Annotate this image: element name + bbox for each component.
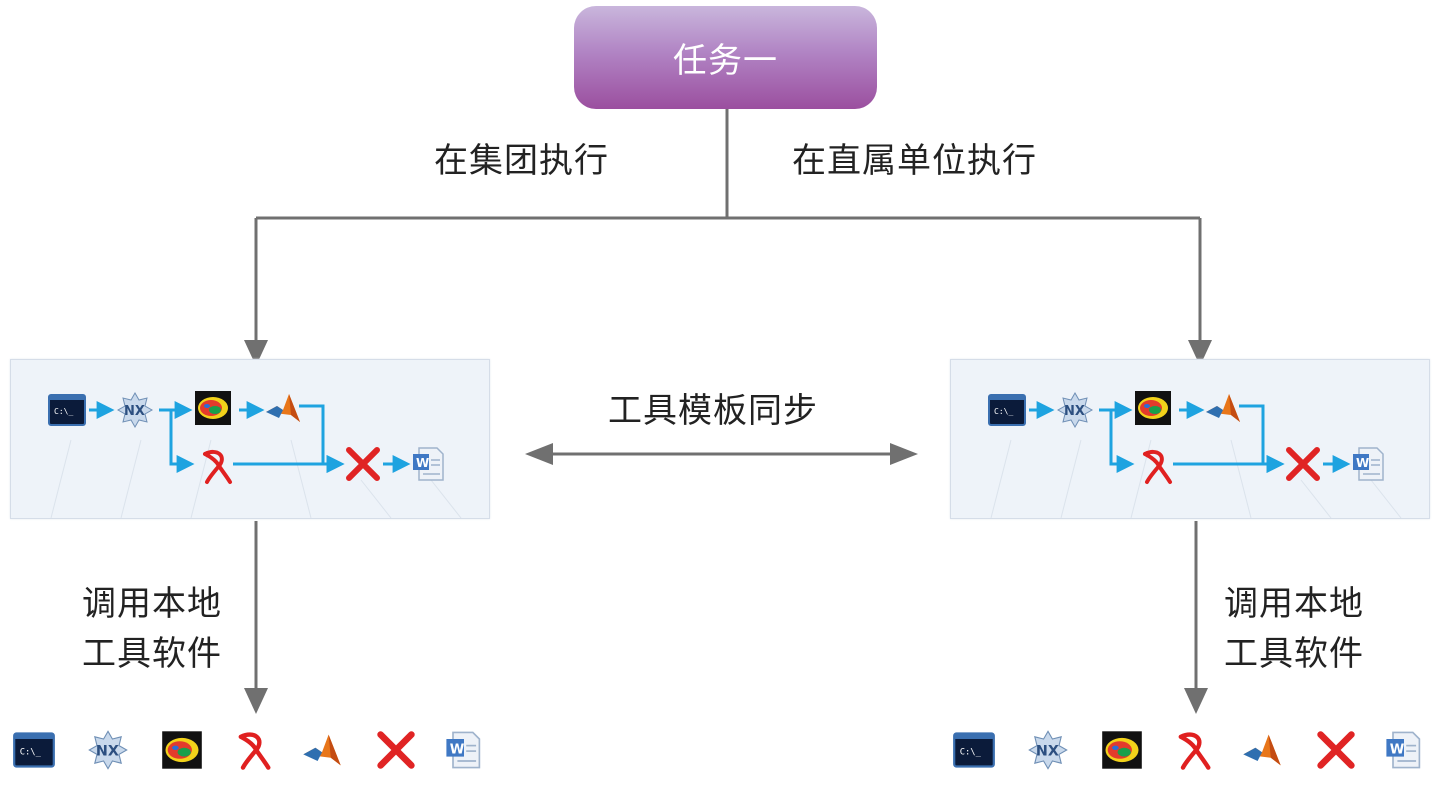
red-ribbon-icon [197,446,237,486]
task-label: 任务一 [673,41,778,81]
local-tools-row-right: C:\_ NX W [952,728,1432,772]
red-ribbon-icon [1172,728,1216,772]
red-cross-icon [1314,728,1358,772]
task-node: 任务一 [574,6,877,109]
nx-icon: NX [115,390,155,430]
flow-arrow [1239,404,1285,473]
cfd-contour-icon [1133,388,1173,428]
right-call-label-line2: 工具软件 [1224,634,1364,674]
word-document-icon: W [409,444,449,484]
svg-text:W: W [416,456,429,470]
command-prompt-icon: C:\_ [12,728,56,772]
matlab-icon [1203,388,1243,428]
command-prompt-icon: C:\_ [47,390,87,430]
red-ribbon-icon [1137,446,1177,486]
workflow-diagram [50,401,462,518]
left-call-arrowhead [244,688,268,714]
nx-icon: NX [1055,390,1095,430]
matlab-icon [263,388,303,428]
svg-text:NX: NX [124,404,145,419]
workflow-template-panel-left: C:\_ NX W [10,359,490,519]
svg-text:W: W [1356,456,1369,470]
word-document-icon: W [1349,444,1389,484]
right-call-arrowhead [1184,688,1208,714]
flow-arrow [299,404,345,473]
workflow-template-panel-right: C:\_ NX W [950,359,1430,519]
word-document-icon: W [442,728,486,772]
svg-text:W: W [450,742,465,757]
svg-text:W: W [1390,742,1405,757]
left-branch-arrowhead [244,340,268,366]
red-ribbon-icon [232,728,276,772]
red-cross-icon [374,728,418,772]
sync-arrowhead-left [525,443,553,465]
svg-text:NX: NX [96,744,119,760]
red-cross-icon [1283,444,1323,484]
left-call-label-line2: 工具软件 [82,634,222,674]
svg-text:NX: NX [1064,404,1085,419]
sync-arrowhead-right [890,443,918,465]
left-branch-label: 在集团执行 [434,141,609,181]
right-branch-label: 在直属单位执行 [792,141,1037,181]
nx-icon: NX [86,728,130,772]
svg-text:C:\_: C:\_ [54,407,73,416]
command-prompt-icon: C:\_ [952,728,996,772]
right-branch-arrowhead [1188,340,1212,366]
left-call-label-line1: 调用本地 [82,584,222,624]
flow-arrow [1109,410,1135,473]
svg-text:C:\_: C:\_ [20,747,42,757]
word-document-icon: W [1382,728,1426,772]
cfd-contour-icon [160,728,204,772]
command-prompt-icon: C:\_ [987,390,1027,430]
red-cross-icon [343,444,383,484]
right-call-label-line1: 调用本地 [1224,584,1364,624]
matlab-icon [300,728,344,772]
sync-label: 工具模板同步 [608,391,818,431]
matlab-icon [1240,728,1284,772]
svg-text:C:\_: C:\_ [960,747,982,757]
flow-arrow [169,410,195,473]
cfd-contour-icon [1100,728,1144,772]
nx-icon: NX [1026,728,1070,772]
local-tools-row-left: C:\_ NX W [12,728,492,772]
workflow-diagram [990,401,1402,518]
svg-text:C:\_: C:\_ [994,407,1013,416]
svg-text:NX: NX [1036,744,1059,760]
cfd-contour-icon [193,388,233,428]
